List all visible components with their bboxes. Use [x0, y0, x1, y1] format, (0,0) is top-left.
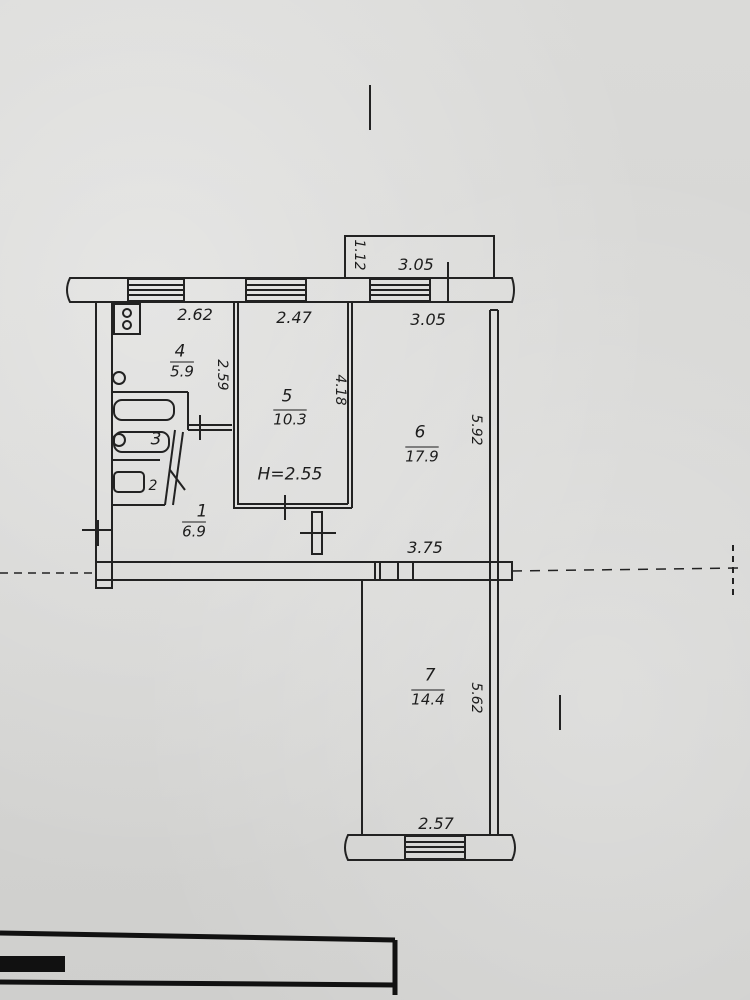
room-5-walls	[237, 302, 348, 505]
sink	[112, 371, 126, 385]
room-2-number: 2	[148, 478, 158, 494]
dim-balcony-depth: 1.12	[351, 239, 367, 271]
dim-room5-width: 2.47	[276, 308, 312, 327]
dim-kitchen-depth: 2.59	[214, 359, 230, 391]
room-5-area: 10.3	[273, 410, 307, 429]
room-1-area: 6.9	[182, 522, 206, 541]
room-4-number: 4	[174, 341, 186, 362]
ceiling-height: H=2.55	[257, 464, 323, 485]
room-4-area: 5.9	[170, 362, 194, 381]
frame-bottom	[0, 930, 398, 995]
window-room-6	[369, 278, 431, 302]
dim-room6-depth: 5.92	[468, 414, 484, 446]
dashed-axis-right	[511, 567, 741, 572]
left-exterior-wall	[95, 301, 113, 589]
dim-room7-bottom-width: 2.57	[418, 814, 454, 833]
balcony-outline	[344, 235, 495, 278]
bathtub	[113, 399, 175, 421]
stove	[113, 303, 141, 335]
room-7-number: 7	[424, 665, 436, 686]
dim-kitchen-width: 2.62	[177, 305, 213, 324]
frame-dark-block	[0, 956, 65, 972]
dim-balcony-width: 3.05	[398, 255, 434, 274]
room-1-number: 1	[196, 501, 208, 522]
toilet	[113, 471, 145, 493]
room-5-number: 5	[281, 386, 293, 407]
window-room-5	[245, 278, 307, 302]
dim-room6-width: 3.05	[410, 310, 446, 329]
dim-room7-depth: 5.62	[468, 682, 484, 714]
dim-room7-top-width: 3.75	[407, 538, 443, 557]
room-3-number: 3	[150, 429, 162, 450]
dim-room5-depth: 4.18	[332, 374, 348, 406]
middle-wall	[95, 561, 513, 581]
top-exterior-wall	[66, 277, 515, 303]
room-7-area: 14.4	[411, 690, 445, 709]
room-6-area: 17.9	[405, 447, 439, 466]
room-6-number: 6	[414, 422, 426, 443]
window-kitchen	[127, 278, 185, 302]
bottom-wall	[344, 834, 516, 861]
